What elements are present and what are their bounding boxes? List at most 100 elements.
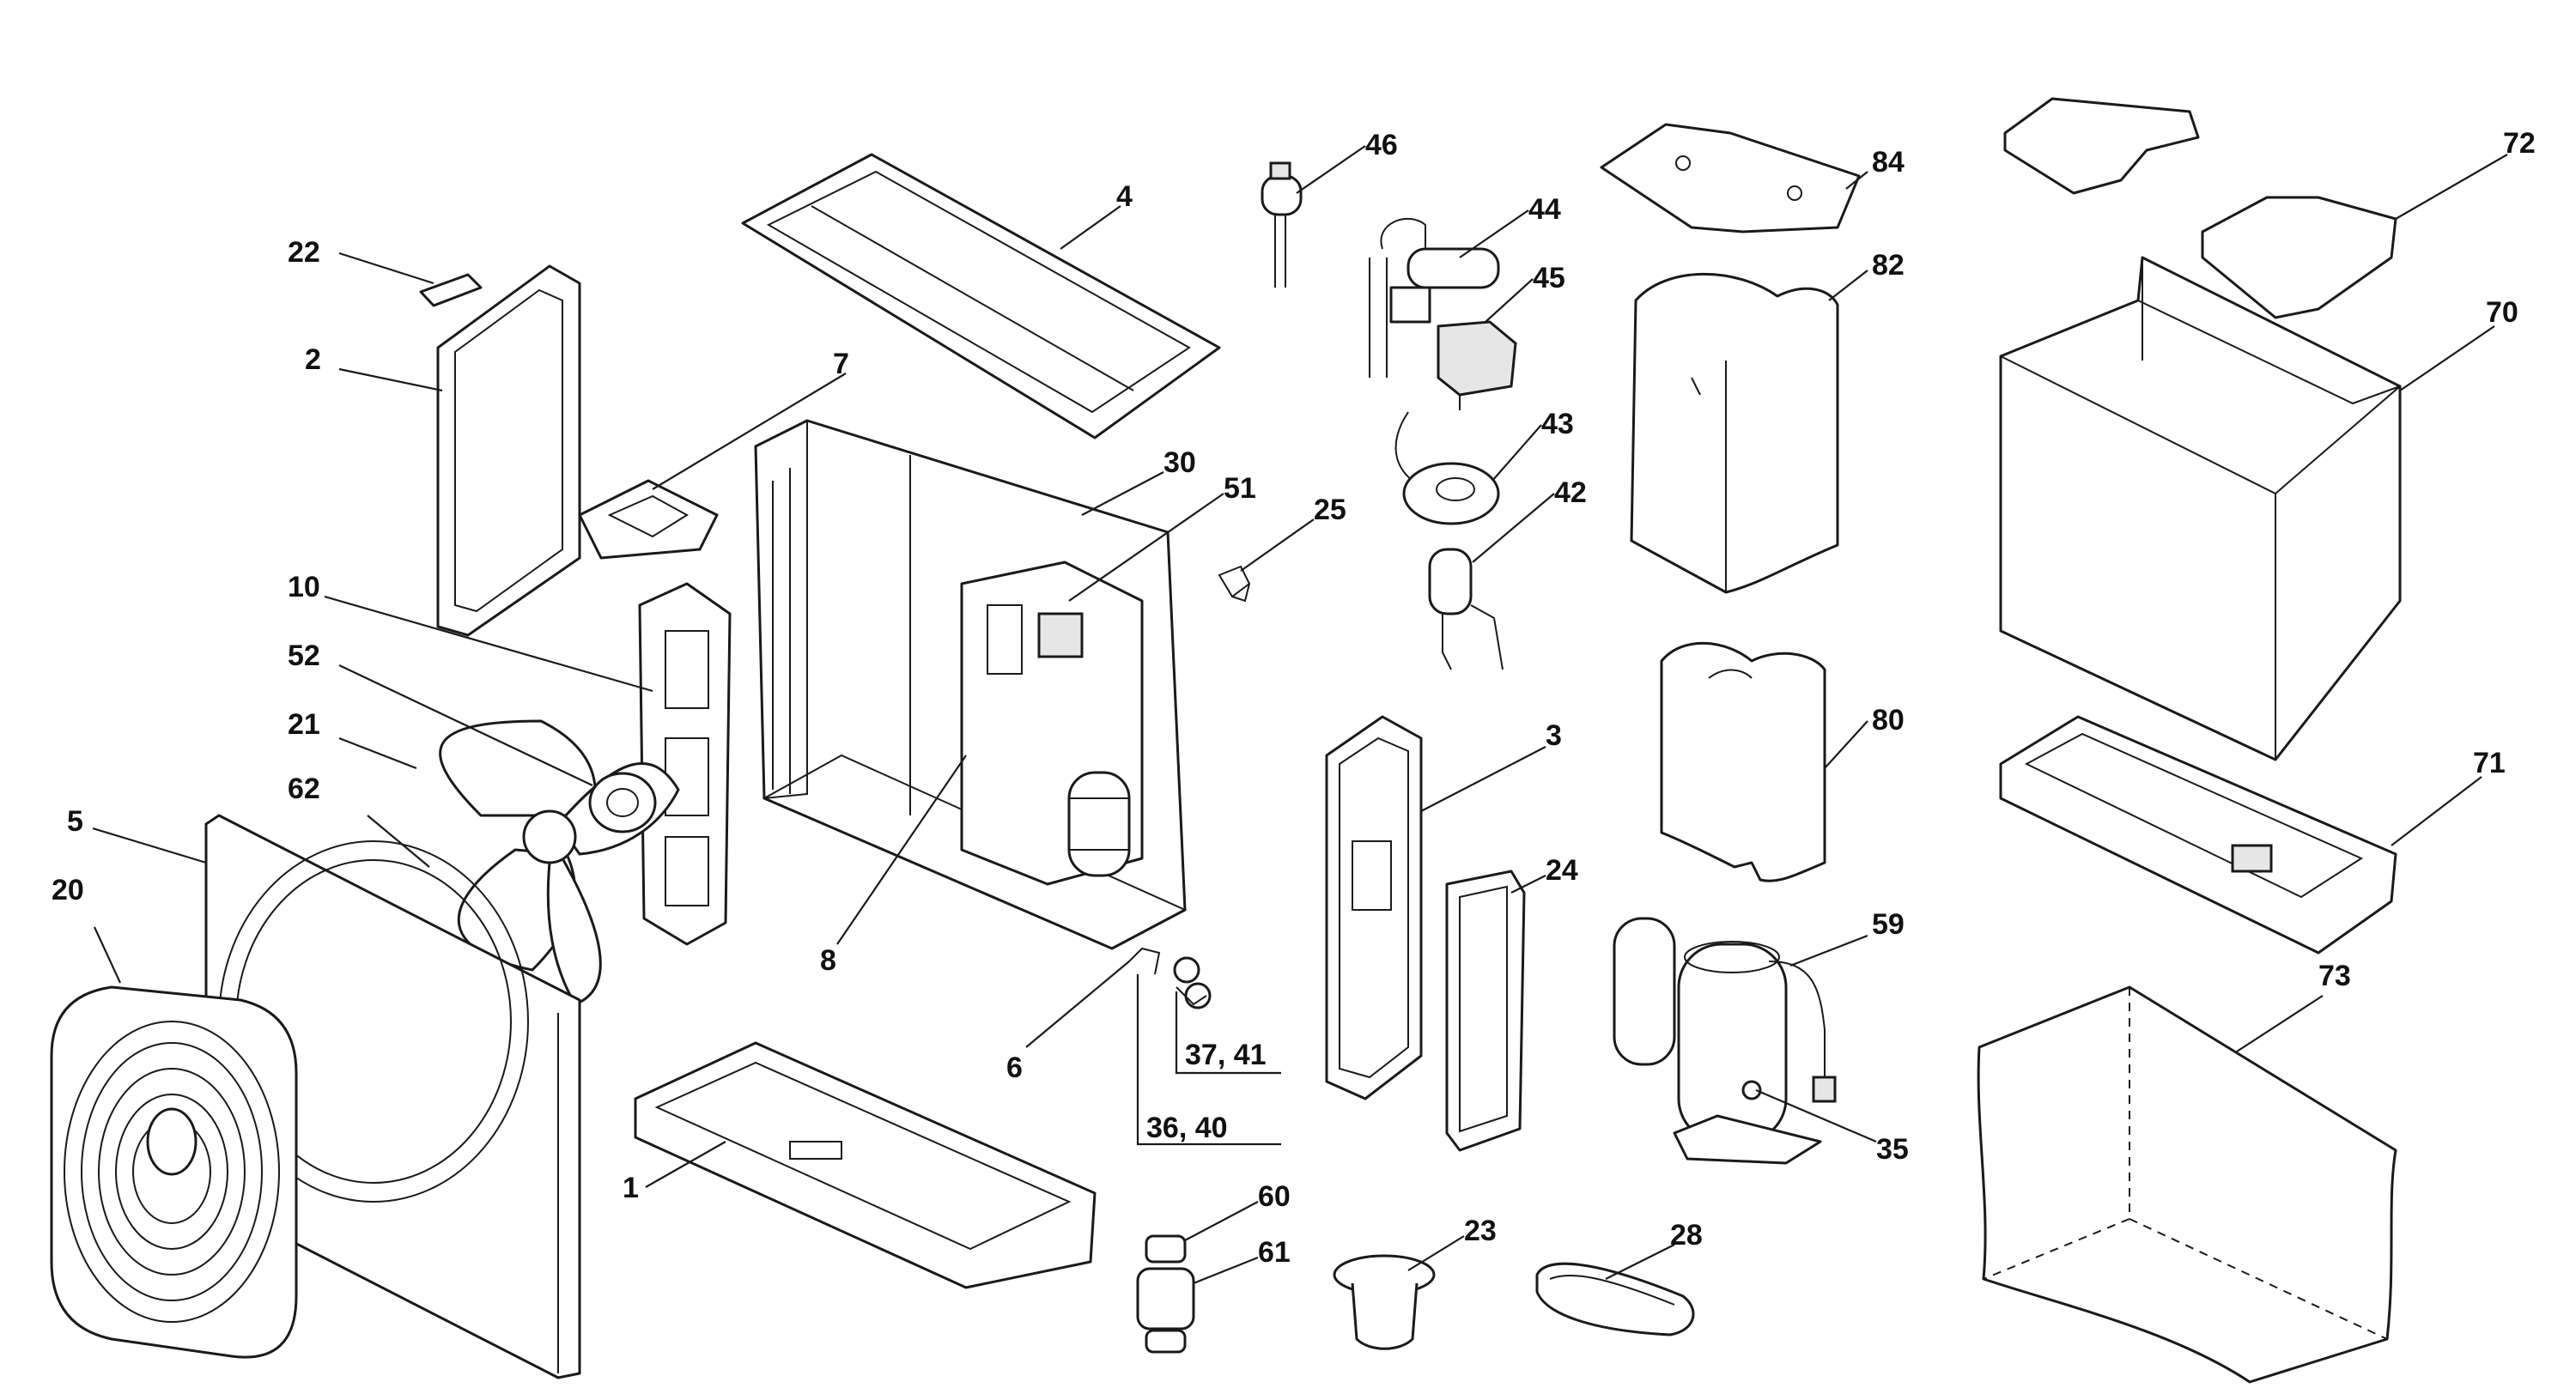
part-59-terminal-wiring <box>1768 961 1837 1103</box>
leader-42 <box>1472 493 1555 563</box>
leader-8 <box>836 755 967 945</box>
callout-42: 42 <box>1554 476 1587 509</box>
part-44-four-way-valve <box>1369 217 1500 378</box>
part-28-drain-plug <box>1535 1262 1695 1336</box>
callout-37-41: 37, 41 <box>1185 1039 1267 1071</box>
callout-6: 6 <box>1006 1052 1023 1084</box>
callout-72: 72 <box>2503 127 2536 160</box>
leader-25 <box>1240 518 1315 572</box>
leader-5 <box>92 827 207 864</box>
callout-52: 52 <box>288 639 320 672</box>
part-42-expansion-valve <box>1428 548 1504 670</box>
leader-30 <box>1081 471 1164 516</box>
part-2-side-panel <box>436 264 581 637</box>
part-23-drain-cap <box>1333 1254 1436 1350</box>
callout-73: 73 <box>2318 960 2351 992</box>
callout-82: 82 <box>1872 249 1905 282</box>
callout-28: 28 <box>1670 1219 1703 1252</box>
callout-20: 20 <box>52 874 84 906</box>
leader-22 <box>338 252 434 285</box>
leader-28 <box>1605 1244 1675 1280</box>
leader-72 <box>2395 154 2508 220</box>
callout-21: 21 <box>288 708 320 741</box>
leader-2 <box>338 367 443 392</box>
part-10-motor-bracket <box>638 582 732 946</box>
part-73-plastic-bag <box>1977 985 2397 1384</box>
callout-46: 46 <box>1365 129 1398 161</box>
callout-10: 10 <box>288 571 320 603</box>
callout-23: 23 <box>1464 1215 1497 1247</box>
leader-84 <box>1845 171 1868 190</box>
callout-44: 44 <box>1528 193 1561 226</box>
leader-51 <box>1068 493 1224 602</box>
leader-71 <box>2391 776 2482 846</box>
part-84-insulation-plate <box>1600 123 1861 233</box>
leader-10 <box>324 595 653 693</box>
callout-35: 35 <box>1876 1133 1909 1166</box>
leader-36-40 <box>1136 974 1281 1146</box>
leader-6 <box>1025 961 1130 1048</box>
callout-84: 84 <box>1872 146 1905 179</box>
leader-61 <box>1193 1256 1259 1285</box>
leader-1 <box>645 1141 726 1188</box>
callout-62: 62 <box>288 773 320 805</box>
part-80-insulation-wrap <box>1660 641 1826 882</box>
leader-44 <box>1459 209 1529 258</box>
leader-37-41 <box>1175 991 1281 1075</box>
part-6-service-valve <box>1128 947 1212 1009</box>
callout-labels: 1 2 3 4 5 6 7 8 10 20 21 22 23 24 25 28 … <box>52 127 2536 1269</box>
leader-24 <box>1510 875 1546 894</box>
callout-8: 8 <box>820 944 836 977</box>
part-4-top-cover <box>741 153 1221 439</box>
part-8-internal-compressor <box>1067 771 1131 877</box>
leader-lines <box>92 145 2508 1285</box>
leader-60 <box>1184 1201 1259 1241</box>
part-72-packing-cushion-top <box>2003 97 2397 319</box>
callout-24: 24 <box>1546 854 1578 887</box>
callout-1: 1 <box>623 1172 639 1204</box>
part-71-packing-tray <box>1999 715 2397 955</box>
callout-80: 80 <box>1872 704 1905 736</box>
leader-73 <box>2236 995 2324 1052</box>
leader-3 <box>1420 746 1546 812</box>
callout-60: 60 <box>1258 1180 1291 1213</box>
part-24-valve-cover <box>1445 870 1526 1152</box>
leader-21 <box>338 736 417 770</box>
callout-70: 70 <box>2486 296 2518 329</box>
callout-25: 25 <box>1314 494 1346 526</box>
part-82-sound-jacket <box>1630 272 1839 594</box>
leader-7 <box>652 373 847 490</box>
leader-62 <box>367 815 430 868</box>
callout-2: 2 <box>305 343 321 376</box>
leader-20 <box>94 926 121 984</box>
leader-4 <box>1060 205 1121 250</box>
leader-23 <box>1407 1235 1465 1271</box>
leader-82 <box>1828 270 1868 301</box>
part-7-cover-plate <box>578 479 719 560</box>
callout-61: 61 <box>1258 1236 1291 1269</box>
part-52-fan-motor <box>588 772 657 833</box>
callout-30: 30 <box>1163 446 1196 479</box>
leader-46 <box>1296 145 1366 194</box>
callout-36-40: 36, 40 <box>1146 1112 1228 1144</box>
callout-7: 7 <box>833 348 849 380</box>
part-22-handle <box>419 273 483 307</box>
leader-43 <box>1492 424 1542 482</box>
callout-43: 43 <box>1541 408 1574 440</box>
part-70-carton-box <box>1999 256 2402 761</box>
leader-52 <box>338 664 593 786</box>
part-1-base-pan <box>634 1041 1097 1289</box>
callout-59: 59 <box>1872 908 1905 941</box>
part-20-fan-guard <box>50 985 298 1359</box>
callout-4: 4 <box>1116 180 1133 213</box>
part-43-eev-coil <box>1394 411 1500 525</box>
leader-59 <box>1789 934 1868 967</box>
leader-80 <box>1824 720 1868 769</box>
part-3-right-side-panel <box>1325 715 1423 1100</box>
callout-22: 22 <box>288 236 320 269</box>
callout-51: 51 <box>1224 472 1256 505</box>
leader-45 <box>1485 278 1534 323</box>
part-60-61-ferrite-core <box>1136 1234 1195 1354</box>
callout-3: 3 <box>1546 719 1562 752</box>
